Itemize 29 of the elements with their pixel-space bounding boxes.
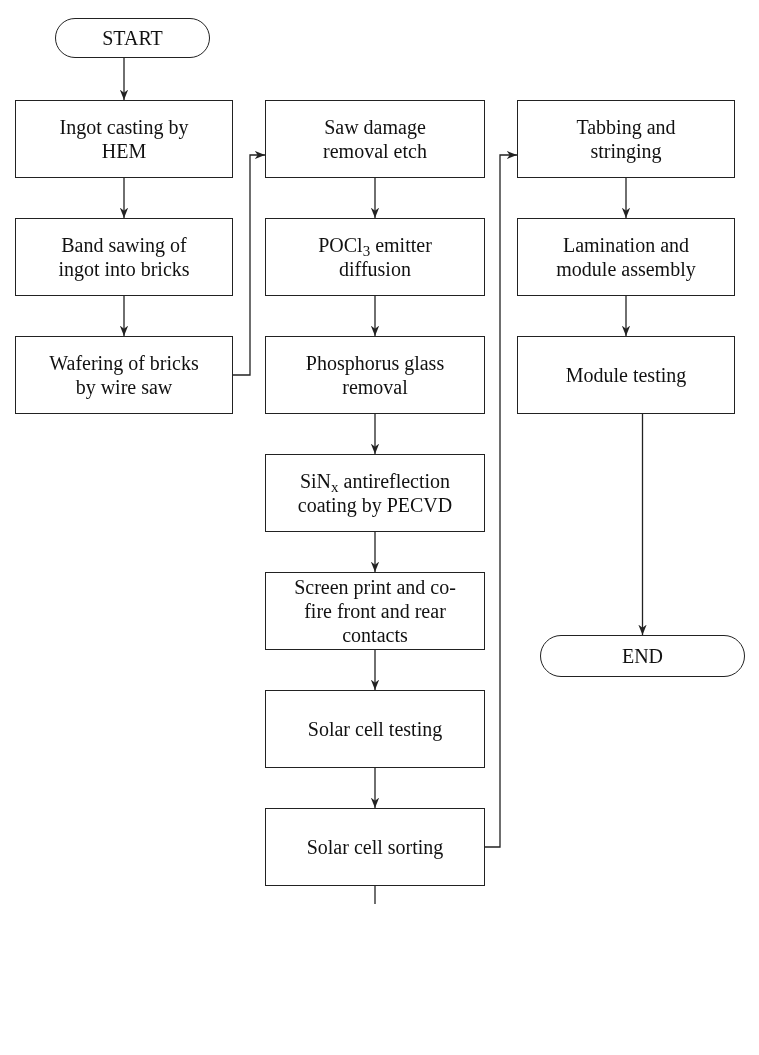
process-box: Module testing <box>517 336 735 414</box>
process-box: POCl$_{3}$ emitter diffusion <box>265 218 485 296</box>
process-box: Lamination and module assembly <box>517 218 735 296</box>
arrow <box>638 413 647 636</box>
process-box: Tabbing and stringing <box>517 100 735 178</box>
process-box: Solar cell testing <box>265 690 485 768</box>
process-box: Solar cell sorting <box>265 808 485 886</box>
process-box: Ingot casting by HEM <box>15 100 233 178</box>
arrow <box>119 57 129 101</box>
arrow <box>484 150 518 848</box>
process-box: Band sawing of ingot into bricks <box>15 218 233 296</box>
arrow <box>370 767 380 809</box>
process-box: Phosphorus glass removal <box>265 336 485 414</box>
terminal-box: END <box>540 635 745 677</box>
arrow <box>119 177 129 219</box>
process-box: Wafering of bricks by wire saw <box>15 336 233 414</box>
arrow <box>370 531 380 573</box>
process-box: Screen print and co-fire front and rear contacts <box>265 572 485 650</box>
terminal-box: START <box>55 18 210 58</box>
arrow <box>119 295 129 337</box>
arrow <box>621 295 631 337</box>
arrow <box>370 295 380 337</box>
arrow <box>370 413 380 455</box>
arrow <box>621 177 631 219</box>
process-box: Saw damage removal etch <box>265 100 485 178</box>
process-box: SiN$_{x}$ antireflection coating by PECVD <box>265 454 485 532</box>
arrow <box>370 649 380 691</box>
arrow <box>232 150 266 376</box>
arrow <box>370 177 380 219</box>
